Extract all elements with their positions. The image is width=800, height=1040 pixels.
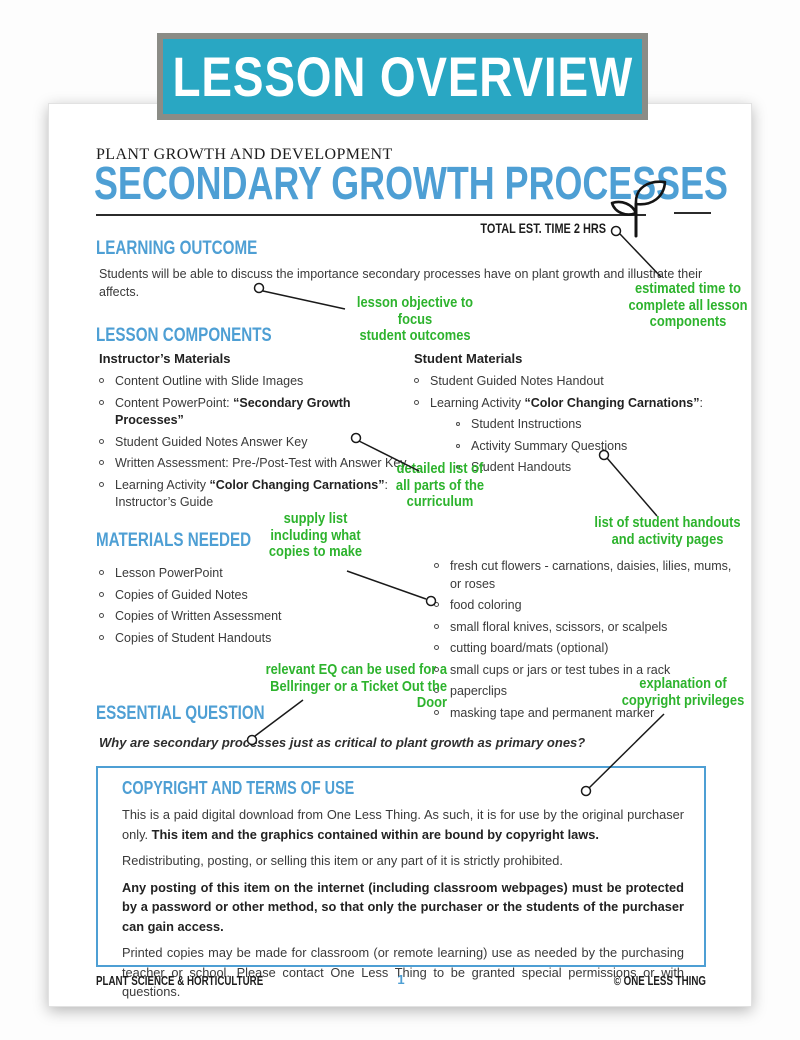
circle-bullet-icon	[434, 666, 439, 672]
list-item: small floral knives, scissors, or scalpe…	[434, 619, 734, 637]
seedling-icon	[608, 178, 670, 238]
circle-bullet-icon	[99, 460, 104, 465]
title-underline	[96, 214, 646, 216]
circle-bullet-icon	[99, 399, 104, 405]
copyright-paragraph: Printed copies may be made for classroom…	[122, 945, 684, 999]
circle-bullet-icon	[99, 438, 104, 444]
circle-bullet-icon	[434, 563, 439, 568]
total-time: TOTAL EST. TIME 2 HRS	[356, 220, 606, 238]
list-item: Lesson PowerPoint	[99, 565, 389, 583]
essential-question-text: Why are secondary processes just as crit…	[99, 735, 586, 750]
materials-left-column: Lesson PowerPoint Copies of Guided Notes…	[99, 565, 389, 651]
list-item: paperclips	[434, 683, 734, 701]
document-page: PLANT GROWTH AND DEVELOPMENT SECONDARY G…	[48, 103, 752, 1007]
list-item: small cups or jars or test tubes in a ra…	[434, 662, 734, 680]
circle-bullet-icon	[434, 688, 439, 693]
student-materials-title: Student Materials	[414, 351, 523, 366]
footer-brand: © ONE LESS THING	[613, 973, 706, 988]
list-item: Student Guided Notes Handout	[414, 373, 744, 391]
copyright-paragraph: This is a paid digital download from One…	[122, 807, 684, 842]
page-number: 1	[397, 972, 405, 987]
total-time-text: TOTAL EST. TIME 2 HRS	[480, 220, 606, 236]
list-item: Copies of Written Assessment	[99, 608, 389, 626]
list-item: Student Guided Notes Answer Key	[99, 434, 421, 452]
list-item: Learning Activity “Color Changing Carnat…	[414, 395, 744, 413]
list-item: Student Instructions	[456, 416, 744, 434]
circle-bullet-icon	[434, 645, 439, 650]
copyright-heading: COPYRIGHT AND TERMS OF USE	[122, 778, 355, 798]
copyright-paragraph: Redistributing, posting, or selling this…	[122, 853, 563, 868]
section-materials-needed-heading: MATERIALS NEEDED	[96, 530, 252, 551]
list-item: Written Assessment: Pre-/Post-Test with …	[99, 455, 421, 473]
page-title: SECONDARY GROWTH PROCESSES	[94, 156, 800, 210]
circle-bullet-icon	[456, 422, 460, 426]
circle-bullet-icon	[99, 481, 104, 487]
circle-bullet-icon	[456, 443, 460, 448]
student-materials-column: Student Materials Student Guided Notes H…	[414, 351, 744, 481]
section-lesson-components-heading: LESSON COMPONENTS	[96, 325, 272, 346]
list-item: food coloring	[434, 597, 734, 615]
list-item: Learning Activity “Color Changing Carnat…	[99, 477, 421, 512]
lesson-overview-banner: LESSON OVERVIEW	[157, 33, 648, 120]
circle-bullet-icon	[99, 591, 104, 597]
list-item: Copies of Student Handouts	[99, 630, 389, 648]
instructor-materials-column: Instructor’s Materials Content Outline w…	[99, 351, 421, 516]
unit-eyebrow: PLANT GROWTH AND DEVELOPMENT	[96, 146, 393, 163]
list-item: Copies of Guided Notes	[99, 587, 389, 605]
banner-title: LESSON OVERVIEW	[172, 45, 633, 108]
list-item: Activity Summary Questions	[456, 438, 744, 456]
section-essential-question-heading: ESSENTIAL QUESTION	[96, 703, 265, 724]
circle-bullet-icon	[434, 623, 439, 629]
circle-bullet-icon	[414, 378, 419, 383]
page-title-text: SECONDARY GROWTH PROCESSES	[94, 157, 728, 209]
circle-bullet-icon	[456, 465, 460, 469]
copyright-paragraph: Any posting of this item on the internet…	[122, 879, 684, 934]
list-item: fresh cut flowers - carnations, daisies,…	[434, 558, 734, 593]
circle-bullet-icon	[434, 602, 439, 607]
list-item: Content PowerPoint: “Secondary Growth Pr…	[99, 395, 421, 430]
list-item: cutting board/mats (optional)	[434, 640, 734, 658]
list-item: Content Outline with Slide Images	[99, 373, 421, 391]
circle-bullet-icon	[99, 613, 104, 618]
circle-bullet-icon	[99, 570, 104, 575]
circle-bullet-icon	[99, 378, 104, 383]
page-footer: PLANT SCIENCE & HORTICULTURE 1 © ONE LES…	[96, 970, 706, 990]
student-materials-list: Student Guided Notes Handout Learning Ac…	[414, 373, 744, 477]
instructor-materials-title: Instructor’s Materials	[99, 351, 231, 366]
circle-bullet-icon	[99, 634, 104, 640]
section-learning-outcome-heading: LEARNING OUTCOME	[96, 238, 258, 259]
learning-outcome-text: Students will be able to discuss the imp…	[99, 267, 703, 299]
circle-bullet-icon	[414, 399, 419, 405]
footer-course: PLANT SCIENCE & HORTICULTURE	[96, 973, 264, 988]
title-underline-right	[674, 212, 711, 214]
copyright-box: COPYRIGHT AND TERMS OF USE This is a pai…	[96, 766, 706, 999]
list-item: Student Handouts	[456, 459, 744, 477]
instructor-materials-list: Content Outline with Slide Images Conten…	[99, 373, 421, 512]
circle-bullet-icon	[434, 709, 439, 715]
